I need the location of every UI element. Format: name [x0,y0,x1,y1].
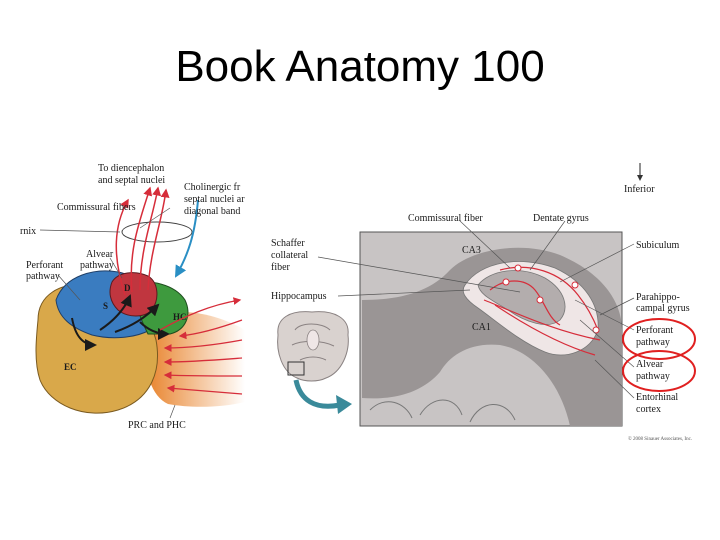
highlight-alvear [622,350,696,392]
left-figure: D S HC EC To diencephalon an [20,163,247,431]
region-d-label: D [124,283,131,293]
label-subiculum: Subiculum [636,240,680,251]
region-prc-phc [145,311,245,407]
label-alvear-left: Alvear pathway [80,249,116,271]
internal-arrow-4 [139,321,170,340]
prc-arrow-5 [166,384,243,395]
prc-arrow-2 [163,339,243,352]
pathway-red-4 [494,304,596,356]
leader-hippocampus [337,289,471,297]
slide-title: Book Anatomy 100 [175,42,545,91]
leader-fornix [39,229,121,233]
fiber-up-1 [130,186,153,293]
cell-5 [514,264,522,272]
lower-gyri [369,399,516,423]
leader-alvear-right [579,319,635,368]
label-fornix: rnix [20,226,36,237]
leader-entorhinal [594,359,635,399]
pathway-red-2 [483,299,601,341]
zoom-arrow [293,379,341,409]
label-inferior: Inferior [624,184,655,195]
fornix-ellipse [121,221,193,243]
leader-subiculum [559,243,635,283]
region-d [109,272,158,317]
label-to-diencephalon: To diencephalon and septal nuclei [98,163,167,186]
leader-dentate [529,220,566,271]
leader-perforant [57,274,81,301]
highlight-perforant [622,318,696,360]
label-schaffer: Schaffer collateral fiber [271,238,311,273]
fiber-up-4 [115,198,129,296]
label-perforant-left: Perforant pathway [26,260,66,282]
label-cholinergic: Cholinergic fr septal nuclei ar diagonal… [184,182,247,217]
label-prc-phc: PRC and PHC [128,420,186,431]
internal-arrow-1 [71,317,97,351]
prc-arrow-4 [163,371,243,380]
region-ec-label: EC [64,362,77,372]
internal-arrow-2 [99,294,132,331]
leader-commissural [139,207,171,229]
label-dentate-gyrus: Dentate gyrus [533,213,589,224]
label-alvear-right: Alvear pathway [636,359,670,382]
fiber-up-3 [147,188,170,291]
leader-schaffer [317,256,521,293]
internal-arrow-3 [114,303,160,333]
label-copyright: © 2008 Sinauer Associates, Inc. [628,436,692,442]
leader-alvear [109,257,123,279]
label-ca1: CA1 [472,322,491,333]
fiber-up-2 [139,186,162,291]
cell-3 [571,281,579,289]
leader-parahippocampal [599,297,635,316]
prc-arrow-6 [159,297,242,331]
coronal-brain-thumbnail [277,311,349,382]
prc-arrow-1 [178,319,243,340]
leader-prc [169,404,176,419]
cell-2 [536,296,544,304]
leader-commissural-fiber [459,220,511,269]
label-commissural-fiber: Commissural fiber [408,213,483,224]
label-entorhinal: Entorhinal cortex [636,392,681,415]
cell-4 [592,326,600,334]
right-figure: Schaffer collateral fiber Hippocampus Co… [271,163,696,442]
label-commissural-fibers: Commissural fibers [57,202,136,213]
leader-perforant-right [574,299,635,331]
prc-arrow-3 [163,357,243,366]
cell-1 [502,278,510,286]
zoom-arrow-head [336,395,352,414]
label-perforant-right: Perforant pathway [636,325,676,348]
region-s-label: S [103,301,108,311]
pathway-red-3 [499,266,599,331]
label-ca3: CA3 [462,245,481,256]
label-parahippocampal: Parahippo- campal gyrus [636,292,690,314]
label-hippocampus: Hippocampus [271,291,327,302]
cholinergic-fiber [175,199,199,278]
region-hc-label: HC [173,312,187,322]
